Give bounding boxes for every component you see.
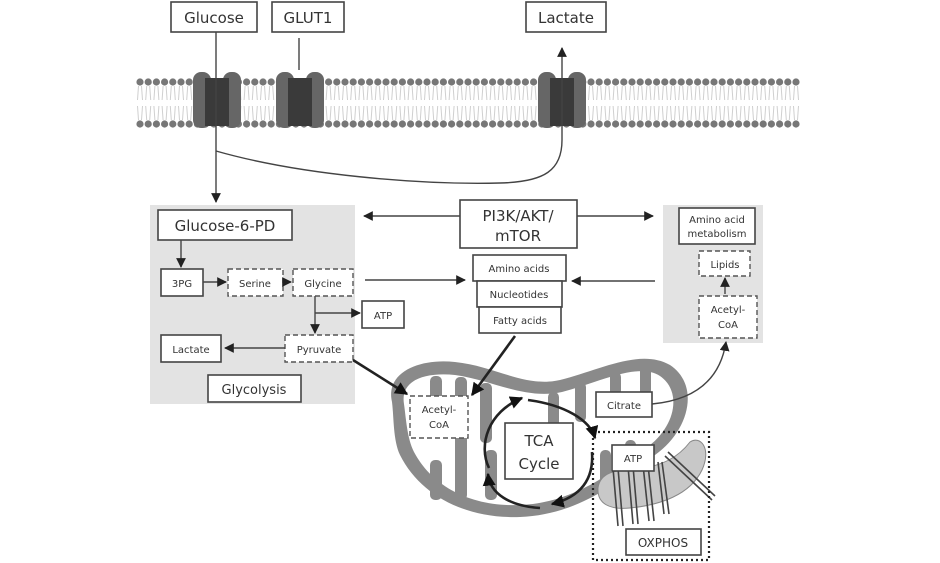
lactate-label: Lactate (172, 345, 209, 356)
glycolysis-title: Glycolysis (222, 383, 287, 398)
atp-glycolysis-label: ATP (374, 311, 392, 322)
oxphos-box: OXPHOS (625, 528, 702, 556)
citrate-box: Citrate (595, 391, 653, 418)
mito-acetyl-label-line1: Acetyl- (422, 405, 457, 416)
lactate-out-label: Lactate (538, 9, 594, 27)
atp-glycolysis-box: ATP (361, 300, 405, 329)
right-acetyl-label-line2: CoA (718, 320, 738, 331)
oxphos-label: OXPHOS (638, 536, 688, 550)
tca-cycle-box: TCA Cycle (504, 422, 574, 480)
atp-synthase (597, 439, 716, 527)
3pg-box: 3PG (160, 268, 204, 297)
lactate-out-label-box: Lactate (525, 1, 607, 33)
glycolysis-title-box: Glycolysis (207, 374, 302, 403)
pi3k-label-line1: PI3K/AKT/ (482, 207, 554, 225)
glycine-label: Glycine (304, 279, 341, 290)
pi3k-akt-mtor-box: PI3K/AKT/ mTOR (459, 199, 578, 249)
serine-label: Serine (239, 279, 271, 290)
atp-oxphos-label: ATP (624, 454, 642, 465)
glucose-channel (193, 72, 241, 128)
serine-box: Serine (227, 268, 284, 297)
right-acetyl-label-line1: Acetyl- (711, 305, 746, 316)
glycine-box: Glycine (292, 268, 354, 297)
amino-acid-label-line1: Amino acid (689, 215, 745, 226)
fatty-acids-box: Fatty acids (478, 306, 562, 334)
fatty-acids-to-acetyl-coa-arrow (470, 335, 517, 397)
glut1-label-box: GLUT1 (271, 1, 345, 33)
amino-acids-label: Amino acids (489, 264, 550, 275)
citrate-export-arrow (651, 341, 730, 405)
lactate-box: Lactate (160, 334, 222, 363)
lactate-export-arrow (215, 47, 567, 184)
right-acetyl-coa-box: Acetyl- CoA (698, 295, 758, 339)
glucose-label-box: Glucose (170, 1, 258, 33)
citrate-label: Citrate (607, 401, 641, 412)
amino-acids-box: Amino acids (472, 254, 567, 282)
pyruvate-box: Pyruvate (284, 334, 354, 363)
g6p-box: Glucose-6-PD (157, 209, 293, 241)
pyruvate-label: Pyruvate (297, 345, 342, 356)
tca-label-line1: TCA (523, 432, 554, 450)
3pg-label: 3PG (172, 279, 192, 290)
mito-acetyl-label-line2: CoA (429, 420, 449, 431)
glut1-channel (276, 72, 324, 128)
lipids-label: Lipids (710, 260, 739, 271)
glut1-label: GLUT1 (284, 9, 333, 27)
atp-oxphos-box: ATP (611, 444, 655, 472)
pi3k-label-line2: mTOR (495, 227, 541, 245)
pyruvate-to-acetyl-coa-arrow (352, 358, 409, 396)
amino-acid-label-line2: metabolism (688, 229, 747, 240)
mito-acetyl-coa-box: Acetyl- CoA (409, 395, 469, 439)
oxphos-region (591, 430, 711, 562)
fatty-acids-label: Fatty acids (493, 316, 547, 327)
amino-acid-metabolism-box: Amino acid metabolism (678, 207, 756, 245)
tca-label-line2: Cycle (519, 455, 560, 473)
nucleotides-label: Nucleotides (490, 290, 549, 301)
tca-cycle-arrows (482, 396, 599, 510)
nucleotides-box: Nucleotides (476, 280, 563, 308)
g6p-label: Glucose-6-PD (175, 217, 276, 235)
glucose-label: Glucose (184, 9, 244, 27)
lipids-box: Lipids (698, 250, 751, 277)
